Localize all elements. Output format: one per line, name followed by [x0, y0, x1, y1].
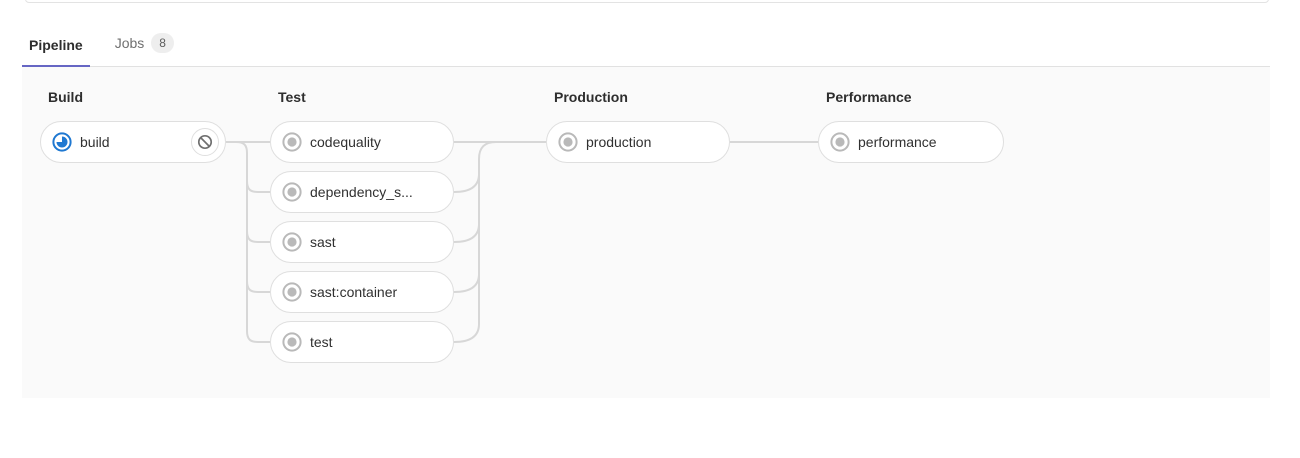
job-pill-dependency-scanning[interactable]: dependency_s... — [270, 171, 454, 213]
tab-jobs[interactable]: Jobs 8 — [108, 23, 181, 66]
jobs-count-badge: 8 — [151, 33, 174, 53]
job-label: performance — [858, 134, 937, 150]
created-status-icon — [282, 232, 302, 252]
stage-title: Production — [554, 89, 628, 105]
stage-title: Build — [48, 89, 83, 105]
created-status-icon — [282, 132, 302, 152]
job-pill-sast-container[interactable]: sast:container — [270, 271, 454, 313]
job-label: dependency_s... — [310, 184, 413, 200]
pipeline-graph: Build build — [22, 67, 1270, 398]
stage-jobs: production — [546, 121, 730, 163]
ban-icon — [197, 134, 213, 150]
job-pill-sast[interactable]: sast — [270, 221, 454, 263]
job-pill-performance[interactable]: performance — [818, 121, 1004, 163]
stage-title: Test — [278, 89, 306, 105]
job-label: sast — [310, 234, 336, 250]
job-label: build — [80, 134, 110, 150]
stage-title: Performance — [826, 89, 912, 105]
tab-jobs-label: Jobs — [114, 35, 145, 51]
job-pill-codequality[interactable]: codequality — [270, 121, 454, 163]
cancel-job-button[interactable] — [191, 128, 219, 156]
created-status-icon — [282, 182, 302, 202]
created-status-icon — [558, 132, 578, 152]
job-left: build — [51, 131, 110, 153]
stage-build: Build build — [40, 67, 226, 163]
stage-production: Production production — [546, 67, 730, 163]
running-status-icon — [52, 132, 72, 152]
job-label: test — [310, 334, 333, 350]
pipeline-tabs: Pipeline Jobs 8 — [22, 27, 1270, 68]
connector-lines — [226, 141, 818, 343]
tab-pipeline-label: Pipeline — [29, 37, 83, 53]
created-status-icon — [282, 332, 302, 352]
created-status-icon — [830, 132, 850, 152]
job-label: sast:container — [310, 284, 398, 300]
previous-section-bottom-edge — [25, 0, 1269, 3]
tab-pipeline[interactable]: Pipeline — [22, 27, 90, 68]
job-pill-production[interactable]: production — [546, 121, 730, 163]
stage-jobs: build — [40, 121, 226, 163]
job-pill-build[interactable]: build — [40, 121, 226, 163]
stage-test: Test codequality dependency_s... — [270, 67, 454, 363]
created-status-icon — [282, 282, 302, 302]
job-label: production — [586, 134, 652, 150]
stage-jobs: performance — [818, 121, 1004, 163]
stage-jobs: codequality dependency_s... sast — [270, 121, 454, 363]
job-pill-test[interactable]: test — [270, 321, 454, 363]
stage-performance: Performance performance — [818, 67, 1004, 163]
job-label: codequality — [310, 134, 381, 150]
